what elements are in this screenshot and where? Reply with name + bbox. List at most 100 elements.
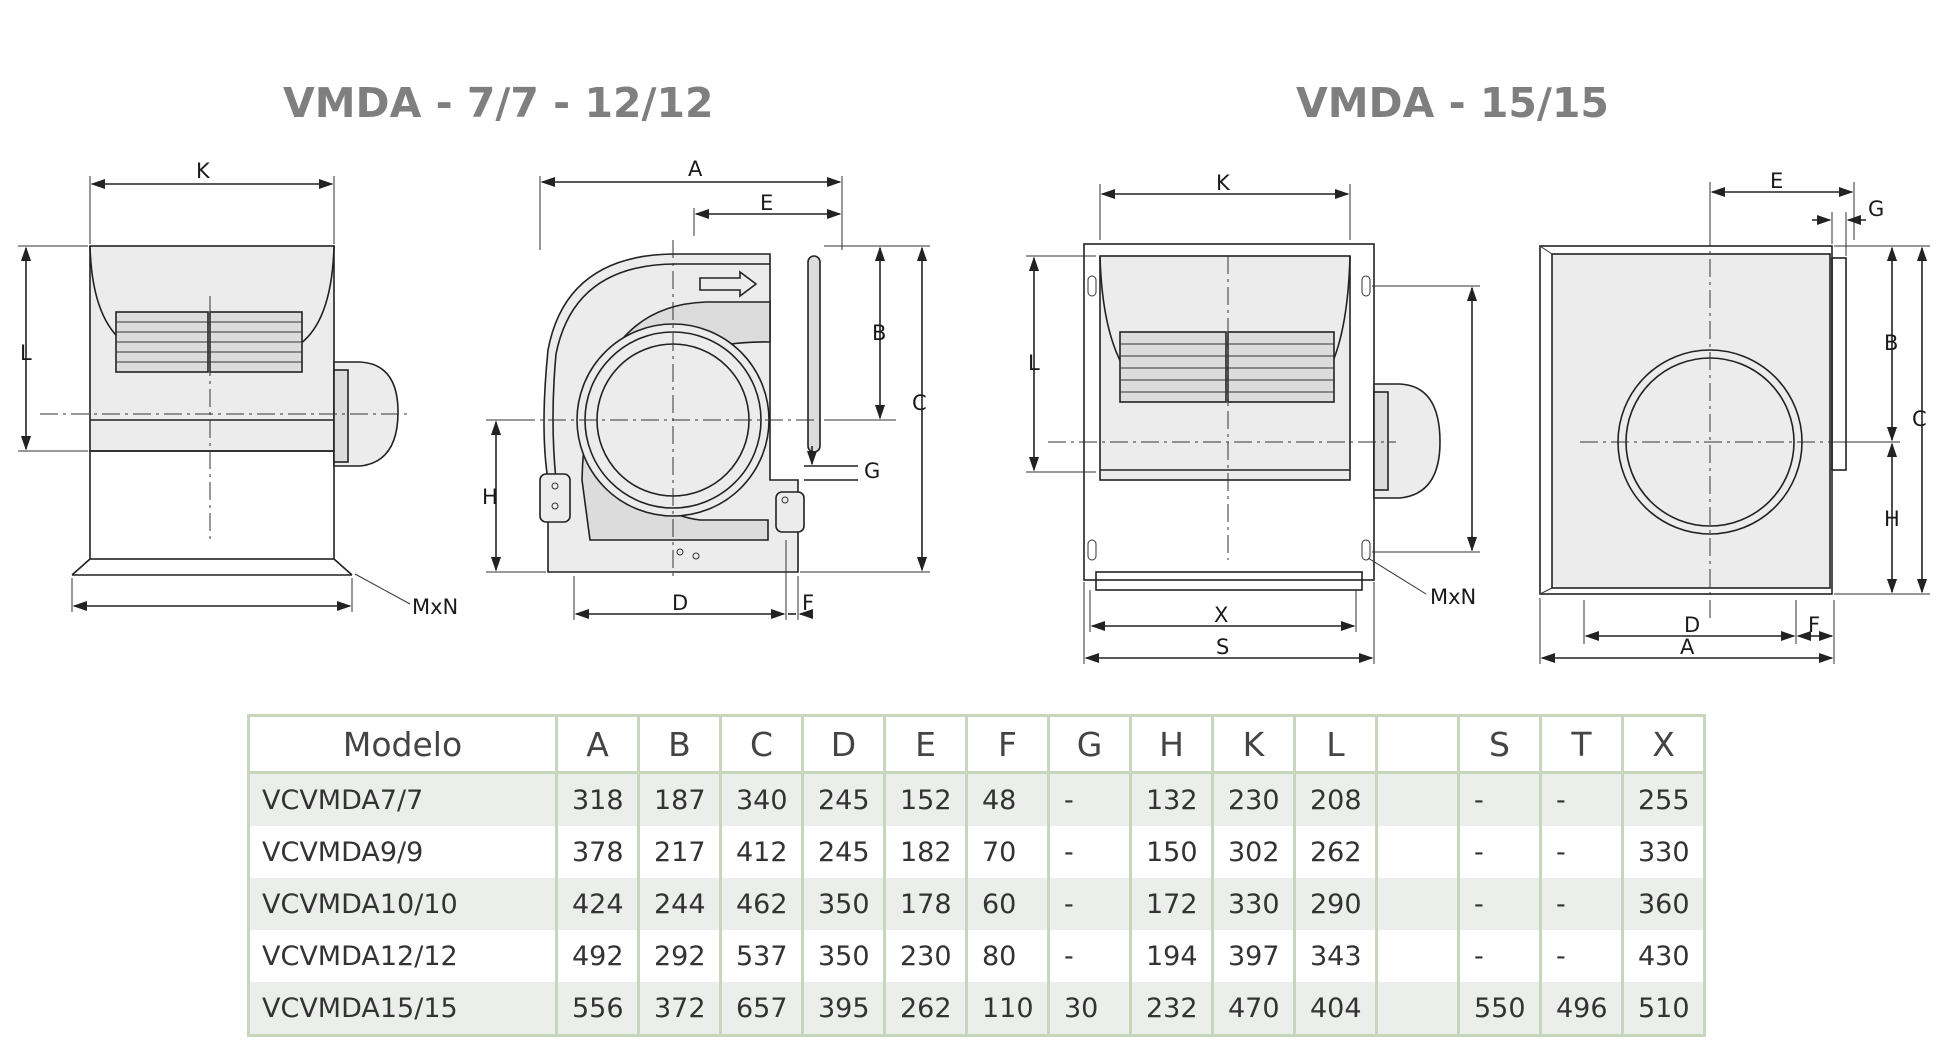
header-G: G [1047, 715, 1132, 774]
view-side-small: K L MxN [18, 159, 458, 619]
cell-D: 350 [801, 930, 886, 982]
cell-A: 556 [555, 982, 640, 1036]
cell-T: - [1539, 772, 1624, 826]
cell-F: 80 [965, 930, 1050, 982]
title-right: VMDA - 15/15 [1296, 79, 1609, 127]
cell-S: 550 [1457, 982, 1542, 1036]
cell-S: - [1457, 878, 1542, 930]
table-row: VCVMDA9/9 378 217 412 245 182 70 - 150 3… [247, 826, 1706, 878]
cell-K: 470 [1211, 982, 1296, 1036]
cell-D: 395 [801, 982, 886, 1036]
header-C: C [719, 715, 804, 774]
cell-G: - [1047, 930, 1132, 982]
label-D-front: D [672, 591, 688, 615]
cell-blank [1375, 826, 1460, 878]
cell-F: 110 [965, 982, 1050, 1036]
cell-S: - [1457, 826, 1542, 878]
cell-X: 510 [1621, 982, 1706, 1036]
cell-L: 208 [1293, 772, 1378, 826]
cell-C: 657 [719, 982, 804, 1036]
cell-A: 378 [555, 826, 640, 878]
cell-B: 244 [637, 878, 722, 930]
cell-H: 150 [1129, 826, 1214, 878]
cell-C: 462 [719, 878, 804, 930]
table-row: VCVMDA10/10 424 244 462 350 178 60 - 172… [247, 878, 1706, 930]
header-A: A [555, 715, 640, 774]
cell-B: 217 [637, 826, 722, 878]
header-D: D [801, 715, 886, 774]
cell-D: 245 [801, 826, 886, 878]
cell-L: 404 [1293, 982, 1378, 1036]
label-D-right: D [1684, 613, 1700, 637]
cell-H: 172 [1129, 878, 1214, 930]
cell-blank [1375, 878, 1460, 930]
cell-E: 230 [883, 930, 968, 982]
cell-X: 360 [1621, 878, 1706, 930]
label-B-front: B [872, 321, 886, 345]
table-row: VCVMDA15/15 556 372 657 395 262 110 30 2… [247, 982, 1706, 1036]
cell-A: 424 [555, 878, 640, 930]
cell-X: 430 [1621, 930, 1706, 982]
cell-L: 290 [1293, 878, 1378, 930]
cell-model: VCVMDA10/10 [247, 878, 558, 930]
cell-G: 30 [1047, 982, 1132, 1036]
cell-L: 343 [1293, 930, 1378, 982]
cell-L: 262 [1293, 826, 1378, 878]
cell-model: VCVMDA9/9 [247, 826, 558, 878]
table-header-row: Modelo A B C D E F G H K L S T X [247, 715, 1706, 774]
cell-D: 350 [801, 878, 886, 930]
header-blank [1375, 715, 1460, 774]
cell-S: - [1457, 772, 1542, 826]
label-F-right: F [1808, 613, 1820, 637]
label-A-front: A [688, 157, 703, 181]
header-modelo: Modelo [247, 715, 558, 774]
cell-K: 330 [1211, 878, 1296, 930]
cell-C: 412 [719, 826, 804, 878]
label-A-right: A [1680, 635, 1695, 659]
cell-model: VCVMDA12/12 [247, 930, 558, 982]
cell-K: 397 [1211, 930, 1296, 982]
header-S: S [1457, 715, 1542, 774]
label-L-right: L [1028, 351, 1040, 375]
cell-F: 48 [965, 772, 1050, 826]
view-side-large: K L X S MxN [1026, 171, 1480, 664]
cell-T: - [1539, 878, 1624, 930]
cell-K: 302 [1211, 826, 1296, 878]
cell-B: 372 [637, 982, 722, 1036]
cell-model: VCVMDA7/7 [247, 772, 558, 826]
header-T: T [1539, 715, 1624, 774]
cell-model: VCVMDA15/15 [247, 982, 558, 1036]
cell-E: 152 [883, 772, 968, 826]
header-K: K [1211, 715, 1296, 774]
cell-blank [1375, 982, 1460, 1036]
cell-blank [1375, 772, 1460, 826]
cell-F: 70 [965, 826, 1050, 878]
cell-A: 318 [555, 772, 640, 826]
label-H-front: H [482, 485, 498, 509]
label-H-right: H [1884, 507, 1900, 531]
label-S: S [1216, 635, 1229, 659]
view-front-large: E G B H C D F A [1539, 169, 1930, 664]
header-H: H [1129, 715, 1214, 774]
cell-H: 194 [1129, 930, 1214, 982]
cell-D: 245 [801, 772, 886, 826]
label-G-front: G [864, 459, 880, 483]
label-B-right: B [1884, 331, 1898, 355]
dimensions-table: Modelo A B C D E F G H K L S T X VCVMDA7… [247, 714, 1706, 1037]
cell-F: 60 [965, 878, 1050, 930]
cell-E: 262 [883, 982, 968, 1036]
cell-A: 492 [555, 930, 640, 982]
label-C-front: C [912, 391, 927, 415]
cell-E: 178 [883, 878, 968, 930]
header-F: F [965, 715, 1050, 774]
cell-T: 496 [1539, 982, 1624, 1036]
cell-blank [1375, 930, 1460, 982]
label-F-front: F [802, 591, 814, 615]
cell-S: - [1457, 930, 1542, 982]
label-MxN-left: MxN [412, 595, 458, 619]
cell-X: 330 [1621, 826, 1706, 878]
cell-G: - [1047, 826, 1132, 878]
cell-E: 182 [883, 826, 968, 878]
view-front-scroll: A E B C H G D F [482, 157, 930, 620]
cell-B: 187 [637, 772, 722, 826]
